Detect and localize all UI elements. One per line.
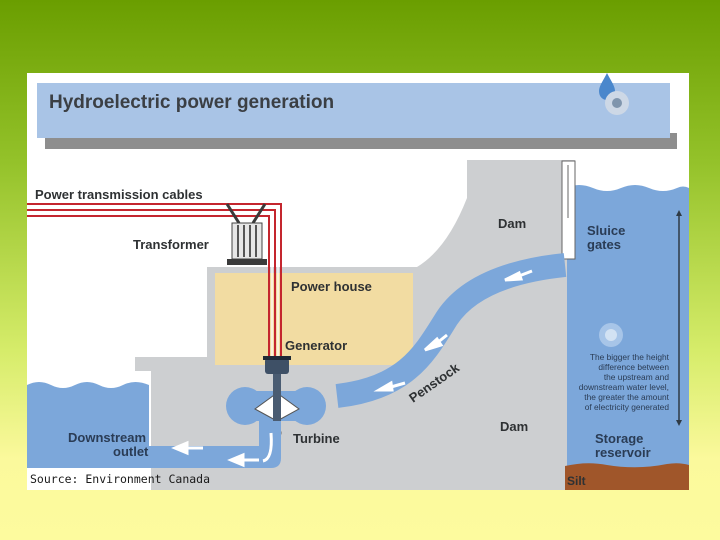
source-credit: Source: Environment Canada [30,472,210,486]
title-banner [37,83,670,138]
generator [263,356,291,374]
flow-arrows [171,269,533,468]
svg-text:of electricity generated: of electricity generated [585,402,670,412]
flow-arrow-icon [227,452,259,468]
svg-text:downstream water level,: downstream water level, [579,382,669,392]
flow-arrow-icon [373,380,406,392]
label-sluice-line2: gates [587,237,621,252]
svg-text:The bigger the height: The bigger the height [590,352,670,362]
label-silt: Silt [567,474,586,488]
label-downstream-line2: outlet [113,444,149,459]
downstream-water [27,382,149,468]
label-storage-line1: Storage [595,431,643,446]
label-sluice-line1: Sluice [587,223,625,238]
label-transformer: Transformer [133,237,209,252]
power-transmission-cables [27,203,282,356]
label-dam-top: Dam [498,216,526,231]
label-downstream-line1: Downstream [68,430,146,445]
transformer [225,203,267,265]
height-difference-note: The bigger the height difference between… [579,352,670,412]
silt-layer [565,463,689,490]
label-power-transmission-cables: Power transmission cables [35,187,203,202]
label-storage-line2: reservoir [595,445,651,460]
svg-text:the upstream and: the upstream and [604,372,670,382]
flow-arrow-icon [171,440,203,456]
power-house [215,273,413,365]
svg-text:the greater the amount: the greater the amount [584,392,669,402]
label-turbine: Turbine [293,431,340,446]
diagram-title: Hydroelectric power generation [49,92,334,113]
storage-reservoir-water [565,185,689,468]
hydroelectric-diagram: Hydroelectric power generation [27,73,689,490]
flow-arrow-icon [262,432,273,463]
flow-arrow-icon [504,269,533,282]
svg-text:difference between: difference between [598,362,669,372]
flow-arrow-icon [423,333,448,352]
draft-tube [149,421,281,468]
reservoir-bubble-icon [599,323,623,347]
label-generator: Generator [285,338,347,353]
label-dam-bottom: Dam [500,419,528,434]
water-drop-icon [599,73,629,115]
turbine [226,373,326,438]
label-power-house: Power house [291,279,372,294]
